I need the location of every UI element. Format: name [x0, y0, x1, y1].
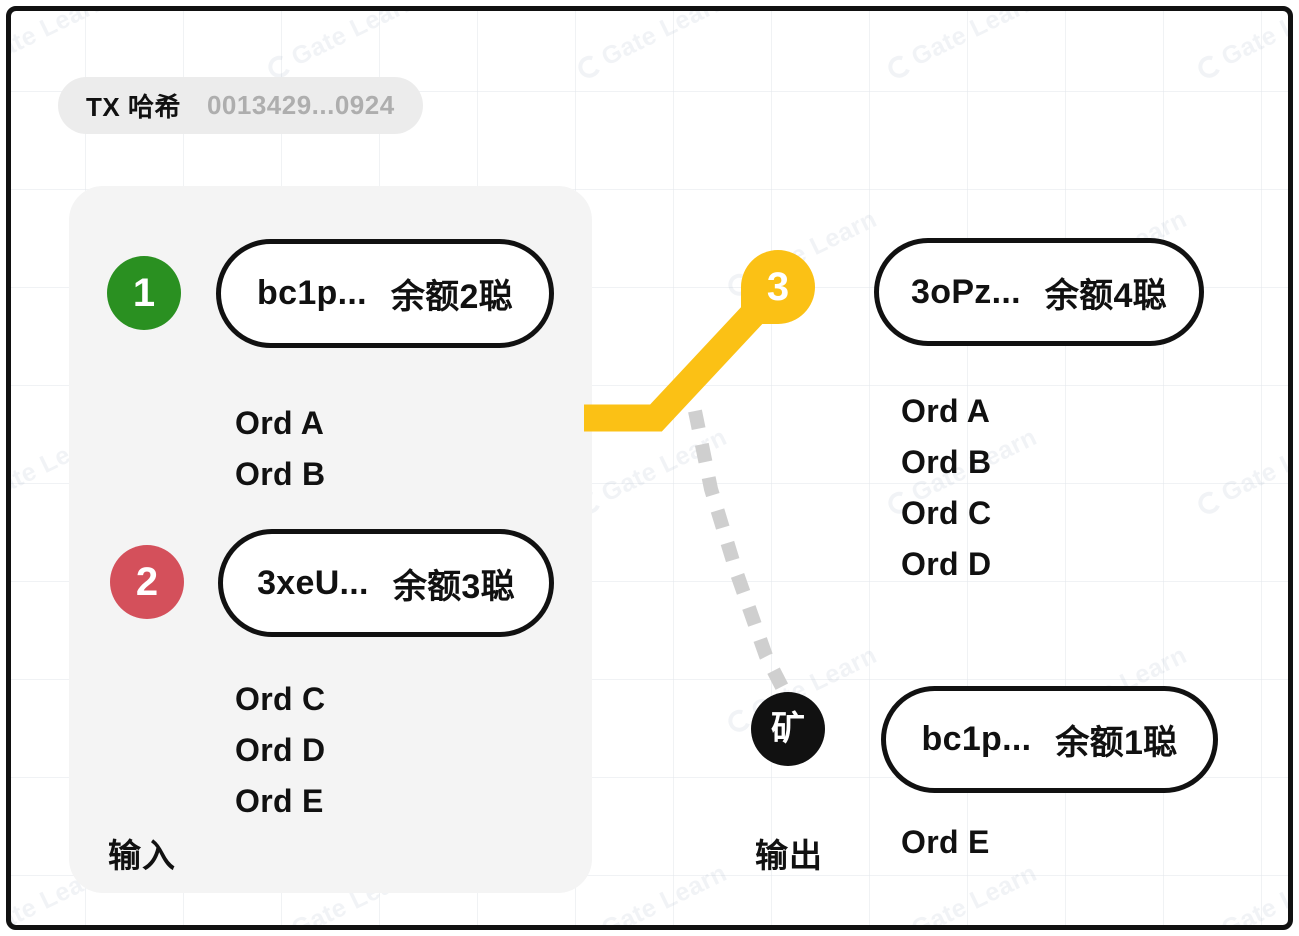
watermark: Gate Learn — [263, 11, 422, 84]
list-item: Ord E — [901, 824, 990, 860]
input-1-badge: 1 — [107, 256, 181, 330]
miner-amount: 余额1聪 — [1055, 724, 1178, 762]
gate-logo-icon — [1194, 923, 1224, 925]
miner-address-pill[interactable]: bc1p... 余额1聪 — [881, 686, 1218, 793]
input-2-badge-label: 2 — [135, 560, 159, 604]
gate-logo-icon — [574, 51, 604, 82]
watermark: Gate Learn — [883, 859, 1042, 925]
gate-logo-icon — [574, 923, 604, 925]
gate-logo-icon — [884, 923, 914, 925]
list-item: Ord C — [235, 681, 326, 717]
output-3-ordinal-list: Ord A Ord B Ord C Ord D — [901, 386, 991, 590]
watermark-text: Gate Learn — [1217, 422, 1288, 508]
watermark: Gate Learn — [883, 11, 1042, 84]
watermark: Gate Learn — [1193, 11, 1288, 84]
output-3-amount: 余额4聪 — [1044, 276, 1167, 315]
list-item: Ord B — [901, 444, 992, 480]
input-2-ordinal-list: Ord C Ord D Ord E — [235, 674, 325, 827]
watermark-text: Gate Learn — [597, 11, 732, 72]
gate-logo-icon — [1194, 51, 1224, 82]
input-2-amount: 余额3聪 — [392, 567, 515, 606]
input-section-label: 输入 — [108, 837, 176, 874]
list-item: Ord B — [235, 456, 326, 492]
dashed-connector-to-miner — [688, 409, 790, 693]
output-3-address: 3oPz... — [911, 272, 1021, 311]
input-1-amount: 余额2聪 — [390, 278, 513, 316]
watermark: Gate Learn — [573, 859, 732, 925]
watermark: Gate Learn — [573, 423, 732, 520]
list-item: Ord E — [235, 783, 324, 819]
tx-hash-label: TX 哈希 — [86, 92, 181, 122]
list-item: Ord C — [901, 495, 992, 531]
miner-badge-label: 矿 — [771, 710, 805, 748]
tx-hash-pill: TX 哈希 0013429...0924 — [58, 77, 423, 134]
output-3-badge: 3 — [741, 250, 815, 324]
input-1-address-pill[interactable]: bc1p... 余额2聪 — [216, 239, 554, 348]
watermark-text: Gate Learn — [597, 858, 732, 925]
input-1-badge-label: 1 — [132, 271, 156, 315]
watermark-text: Gate Learn — [597, 422, 732, 508]
watermark: Gate Learn — [11, 11, 112, 84]
input-1-address: bc1p... — [257, 274, 367, 312]
yellow-connector-to-output-3 — [584, 301, 766, 432]
input-2-address: 3xeU... — [257, 563, 369, 602]
watermark: Gate Learn — [1193, 859, 1288, 925]
gate-logo-icon — [264, 923, 294, 925]
watermark: Gate Learn — [573, 11, 732, 84]
watermark-text: Gate Learn — [287, 11, 422, 72]
input-2-badge: 2 — [110, 545, 184, 619]
watermark: Gate Learn — [1193, 423, 1288, 520]
input-2-address-pill[interactable]: 3xeU... 余额3聪 — [218, 529, 554, 637]
list-item: Ord D — [901, 546, 992, 582]
watermark-text: Gate Learn — [1217, 858, 1288, 925]
watermark-text: Gate Learn — [11, 11, 112, 72]
list-item: Ord D — [235, 732, 326, 768]
miner-address: bc1p... — [921, 720, 1032, 758]
output-section-label: 输出 — [755, 837, 823, 874]
list-item: Ord A — [901, 393, 991, 429]
input-1-ordinal-list: Ord A Ord B — [235, 398, 325, 500]
tx-hash-value: 0013429...0924 — [206, 90, 395, 120]
output-3-badge-label: 3 — [766, 265, 790, 309]
gate-logo-icon — [1194, 487, 1224, 518]
miner-ordinal-list: Ord E — [901, 817, 990, 868]
watermark-text: Gate Learn — [907, 11, 1042, 72]
output-3-address-pill[interactable]: 3oPz... 余额4聪 — [874, 238, 1204, 346]
gate-logo-icon — [724, 705, 754, 736]
watermark-text: Gate Learn — [907, 858, 1042, 925]
list-item: Ord A — [235, 405, 325, 441]
miner-badge: 矿 — [751, 692, 825, 766]
gate-logo-icon — [884, 51, 914, 82]
watermark-text: Gate Learn — [1217, 11, 1288, 72]
